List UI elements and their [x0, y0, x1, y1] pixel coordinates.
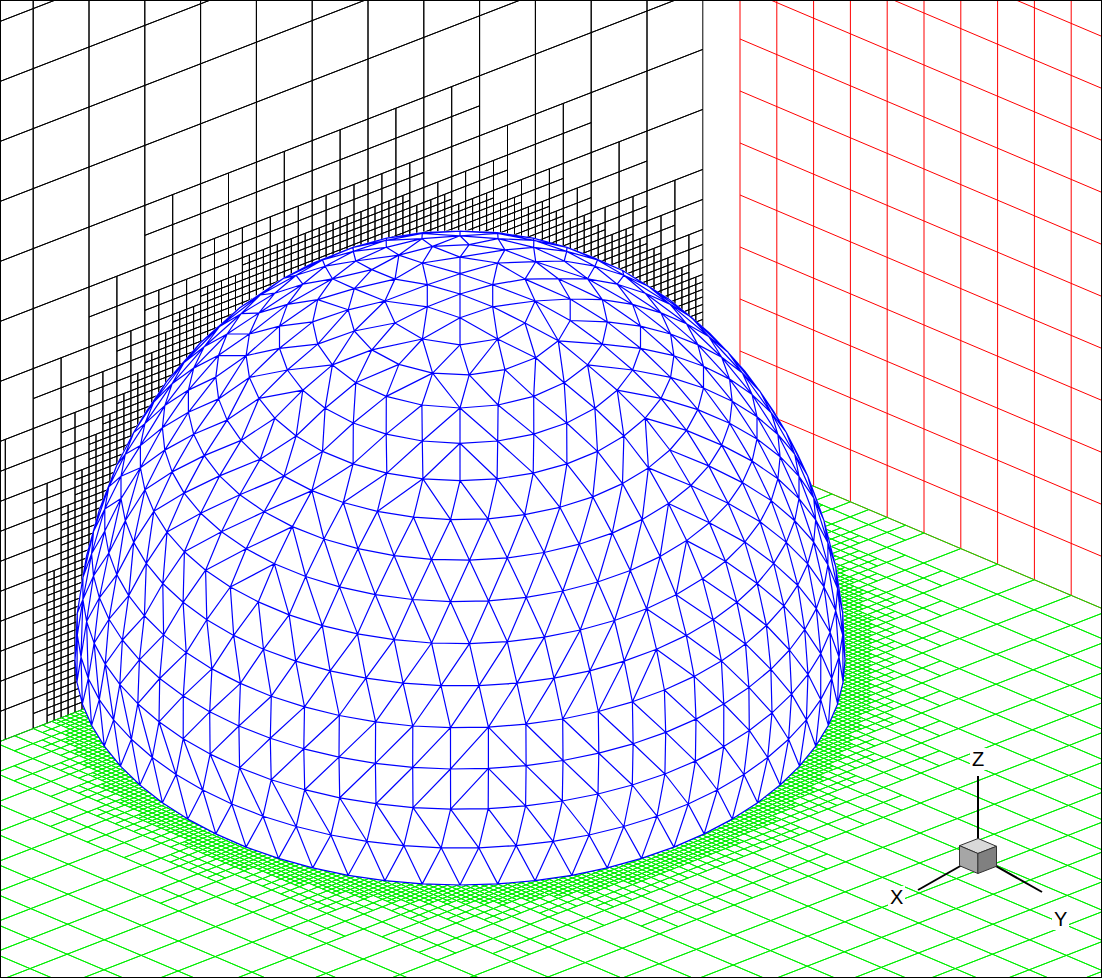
axis-label: Z: [970, 748, 986, 770]
dome-mesh: [75, 231, 845, 885]
axis-cube: [978, 846, 997, 873]
axis-label: X: [888, 886, 905, 908]
axis-label: Y: [1052, 908, 1069, 930]
axis-cube: [960, 846, 978, 874]
